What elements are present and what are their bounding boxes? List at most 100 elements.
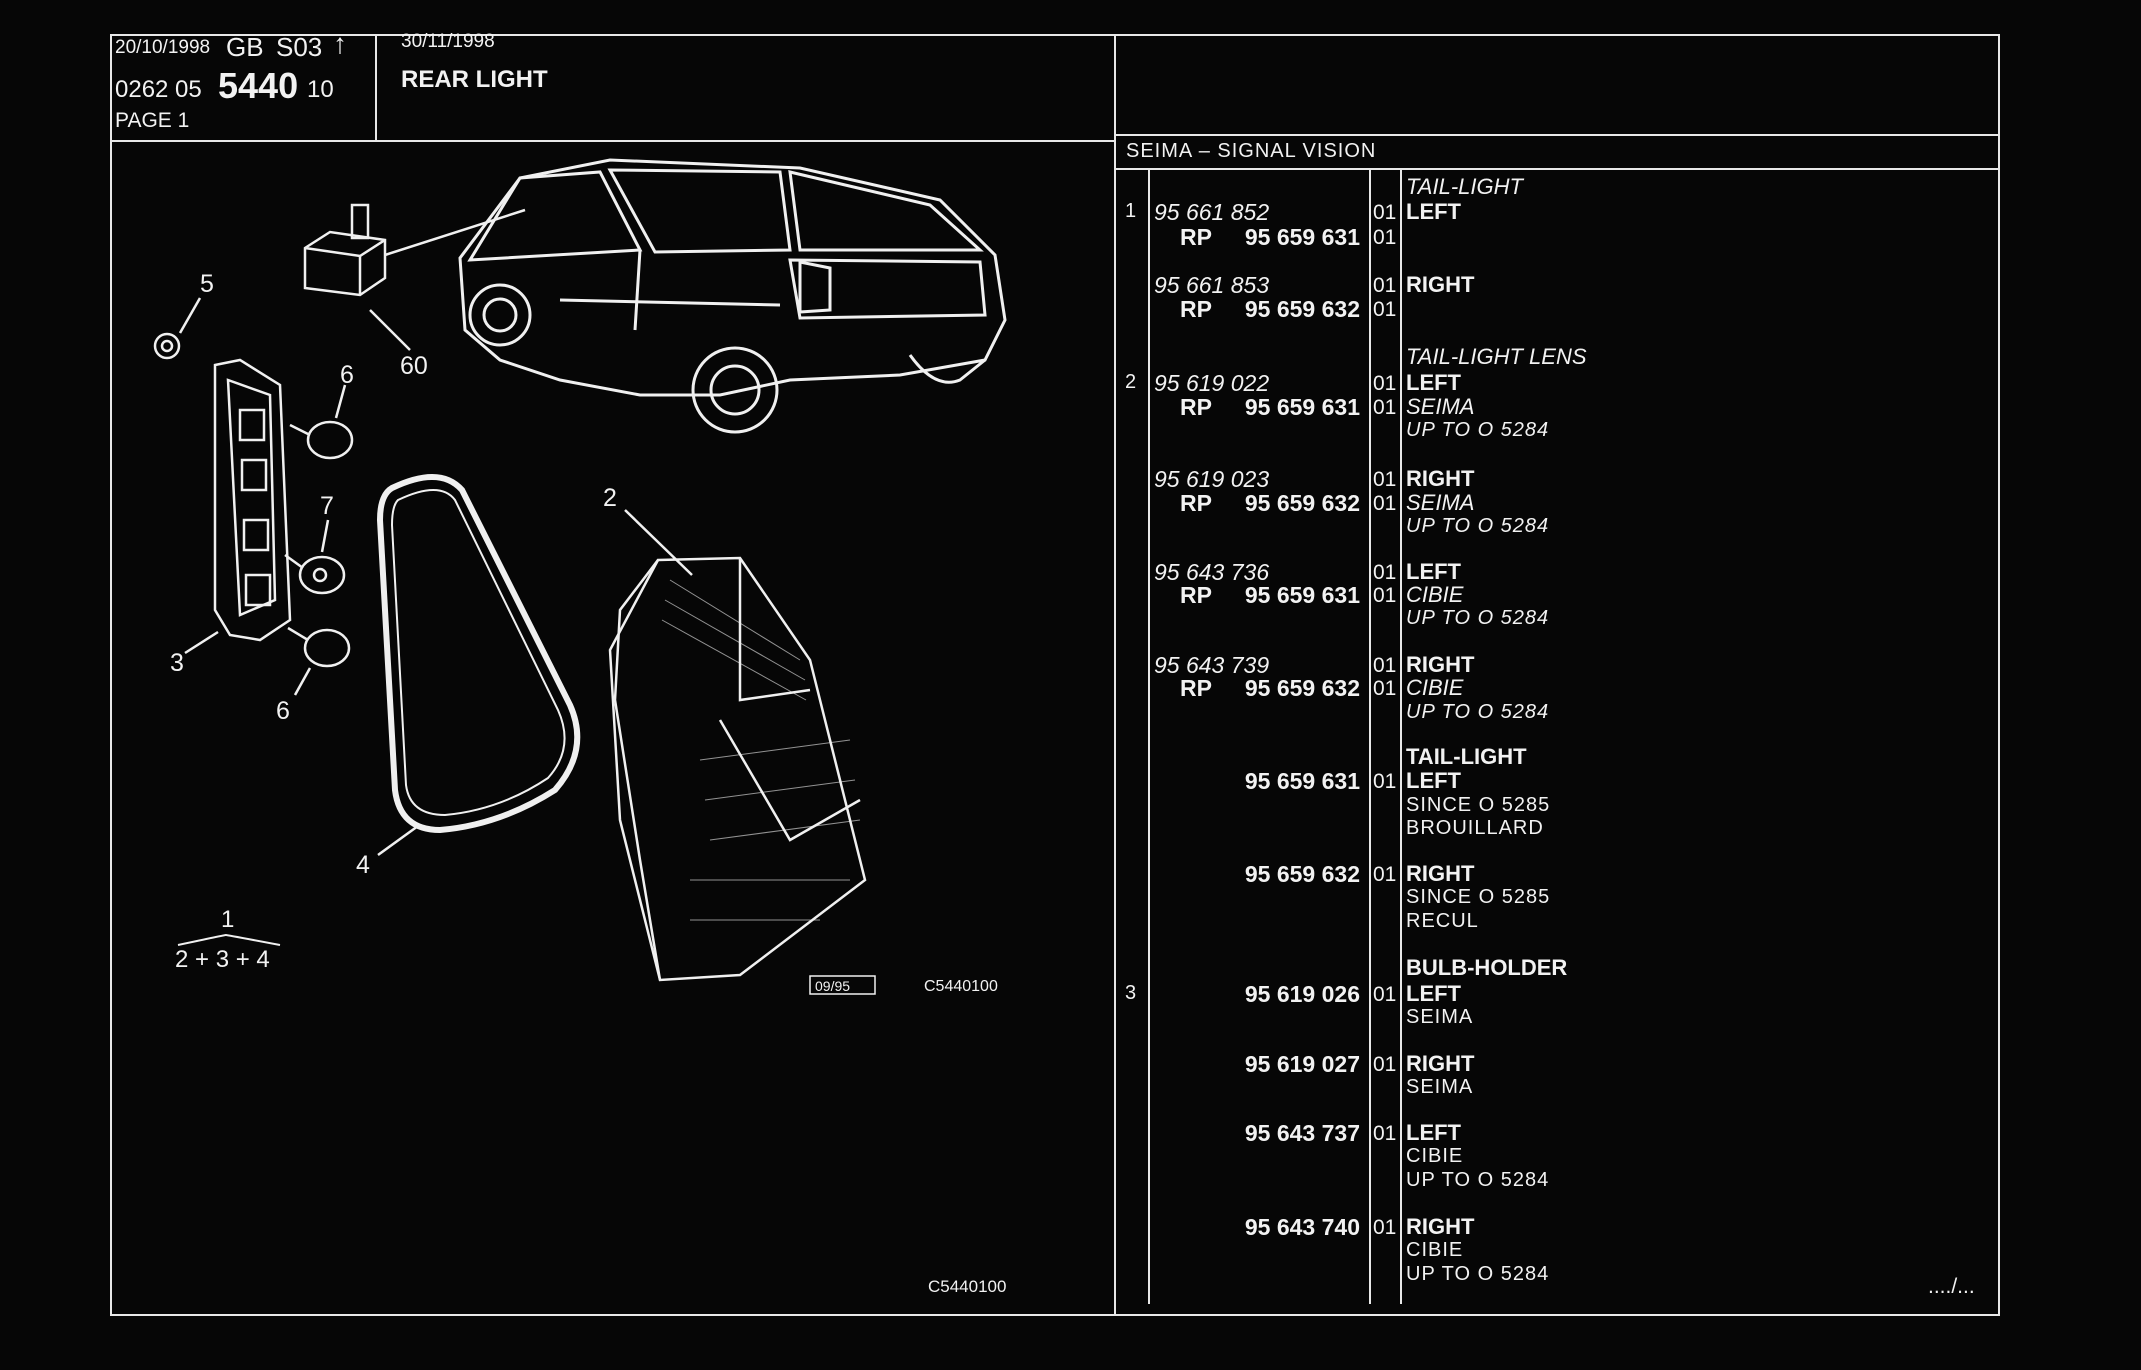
gasket-part-4 [376,474,581,857]
supplier-name: SEIMA – SIGNAL VISION [1126,140,1377,162]
part-description: LEFT [1406,981,1461,1006]
part-description: RIGHT [1406,861,1475,886]
part-description: UP TO O 5284 [1406,419,1550,441]
page-title: REAR LIGHT [401,66,548,93]
relay-part-60 [303,203,526,351]
bulb-parts [284,384,354,696]
part-description: CIBIE [1406,1145,1464,1167]
part-description: TAIL-LIGHT LENS [1406,344,1587,369]
part-description: TAIL-LIGHT [1406,174,1523,199]
up-arrow-icon: ↑ [333,28,347,59]
part-description: LEFT [1406,559,1461,584]
exploded-diagram [112,146,1114,1310]
part-description: RIGHT [1406,1051,1475,1076]
supplier-bottom-rule [1114,168,1998,170]
callout-7: 7 [320,492,334,520]
part-description: UP TO O 5284 [1406,701,1550,723]
part-description: RIGHT [1406,466,1475,491]
part-quantity: 01 [1373,561,1397,584]
part-number: 95 659 631 [1244,394,1360,420]
part-description: LEFT [1406,768,1461,793]
callout-6-bottom: 6 [276,697,290,725]
ref-main: 5440 [218,65,299,106]
series-code: S03 [276,32,323,62]
callout-4: 4 [356,851,370,879]
qty-column-rule-left [1369,168,1371,1304]
car-illustration [458,158,1007,434]
part-description: SEIMA [1406,1076,1474,1098]
part-quantity: 01 [1373,468,1397,491]
part-quantity: 01 [1373,201,1397,224]
replacement-marker: RP [1180,490,1212,516]
part-number: 95 659 631 [1244,224,1360,250]
part-index: 3 [1125,982,1137,1004]
part-number: 95 643 737 [1244,1120,1360,1146]
header-divider-horizontal [110,140,1114,142]
part-number: 95 659 632 [1244,296,1360,322]
part-index: 1 [1125,200,1137,222]
part-description: RECUL [1406,910,1479,932]
part-number: 95 661 852 [1154,199,1270,225]
nut-part-5 [153,297,202,360]
part-quantity: 01 [1373,1216,1397,1239]
formula-bracket [177,933,281,946]
part-quantity: 01 [1373,298,1397,321]
part-quantity: 01 [1373,770,1397,793]
part-number: 95 659 631 [1244,582,1360,608]
column-divider-main [1114,34,1116,1314]
callout-60: 60 [400,352,428,380]
part-description: RIGHT [1406,652,1475,677]
part-number: 95 659 632 [1244,490,1360,516]
part-description: SEIMA [1406,490,1475,515]
part-description: UP TO O 5284 [1406,1169,1550,1191]
part-index: 2 [1125,371,1137,393]
index-column-rule [1148,168,1150,1304]
part-description: LEFT [1406,1120,1461,1145]
part-description: UP TO O 5284 [1406,1263,1550,1285]
callout-6-top: 6 [340,361,354,389]
part-description: BROUILLARD [1406,817,1544,839]
part-quantity: 01 [1373,274,1397,297]
part-number: 95 643 736 [1154,559,1270,585]
diagram-ref-code: C5440100 [924,978,998,995]
part-description: SEIMA [1406,1006,1474,1028]
part-description: SINCE O 5285 [1406,794,1551,816]
qty-column-rule-right [1400,168,1402,1304]
part-description: LEFT [1406,370,1461,395]
callout-2: 2 [603,484,617,512]
country-code: GB [226,32,264,62]
ref-prefix: 0262 05 [115,76,202,103]
part-number: 95 619 026 [1244,981,1360,1007]
continuation-mark: ..../... [1928,1275,1975,1298]
part-description: SINCE O 5285 [1406,886,1551,908]
part-number: 95 619 022 [1154,370,1270,396]
lens-part-2 [608,509,867,982]
part-number: 95 619 027 [1244,1051,1360,1077]
update-date: 30/11/1998 [401,31,495,52]
part-quantity: 01 [1373,677,1397,700]
formula-top: 1 [221,906,235,933]
replacement-marker: RP [1180,582,1212,608]
date-box-label: 09/95 [815,978,851,994]
part-number: 95 643 739 [1154,652,1270,678]
part-description: CIBIE [1406,1239,1464,1261]
part-number: 95 661 853 [1154,272,1270,298]
replacement-marker: RP [1180,296,1212,322]
part-quantity: 01 [1373,654,1397,677]
replacement-marker: RP [1180,224,1212,250]
part-quantity: 01 [1373,372,1397,395]
part-quantity: 01 [1373,226,1397,249]
part-number: 95 659 632 [1244,861,1360,887]
part-quantity: 01 [1373,983,1397,1006]
part-quantity: 01 [1373,584,1397,607]
part-quantity: 01 [1373,1053,1397,1076]
bulb-holder-part-3 [184,358,292,655]
part-description: UP TO O 5284 [1406,515,1550,537]
part-number: 95 643 740 [1244,1214,1360,1240]
part-description: UP TO O 5284 [1406,607,1550,629]
part-quantity: 01 [1373,863,1397,886]
part-description: RIGHT [1406,272,1475,297]
date-box-frame [809,975,876,995]
callout-5: 5 [200,270,214,298]
formula-bottom: 2 + 3 + 4 [175,946,270,973]
